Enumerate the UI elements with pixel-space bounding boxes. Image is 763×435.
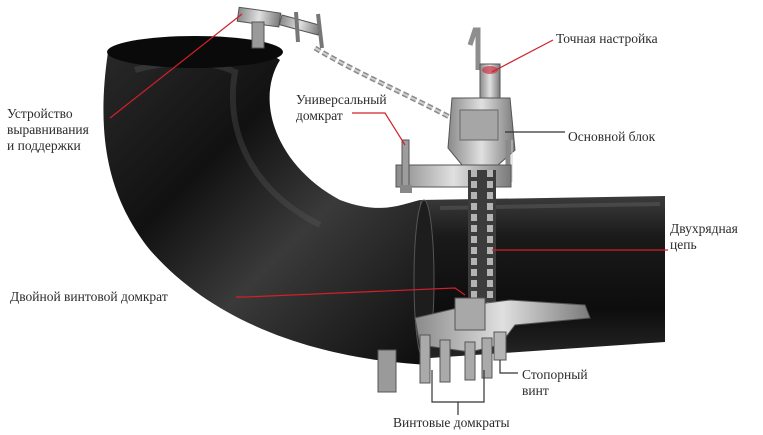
screw-jacks bbox=[377, 334, 493, 393]
leader-screw-jacks-right bbox=[458, 370, 485, 403]
label-double-screw-jack: Двойной винтовой домкрат bbox=[10, 289, 168, 304]
leader-lock-screw bbox=[499, 360, 518, 374]
label-main-block: Основной блок bbox=[568, 129, 656, 144]
leader-alignment-device bbox=[109, 13, 243, 119]
label-alignment-device: Устройство выравнивания и поддержки bbox=[7, 106, 89, 153]
lock-screw bbox=[493, 331, 507, 361]
leader-fine-adjust bbox=[491, 39, 554, 73]
leader-lines bbox=[109, 13, 668, 415]
elbow-pipe bbox=[103, 36, 430, 366]
main-block bbox=[447, 97, 516, 182]
leader-universal-jack bbox=[352, 112, 406, 146]
label-double-chain: Двухрядная цепь bbox=[670, 221, 738, 252]
fine-adjust-screw bbox=[467, 27, 501, 99]
label-screw-jacks: Винтовые домкраты bbox=[393, 415, 510, 430]
label-universal-jack: Универсальный домкрат bbox=[296, 92, 387, 123]
elbow-pipe-opening bbox=[107, 36, 283, 68]
alignment-support-device bbox=[236, 6, 324, 49]
double-screw-jack bbox=[414, 297, 591, 353]
label-fine-adjust: Точная настройка bbox=[556, 31, 658, 46]
leader-screw-jacks-left bbox=[431, 370, 459, 415]
label-lock-screw: Стопорный винт bbox=[522, 367, 588, 398]
upper-chain bbox=[313, 45, 472, 131]
leader-double-screw-jack bbox=[236, 287, 466, 298]
